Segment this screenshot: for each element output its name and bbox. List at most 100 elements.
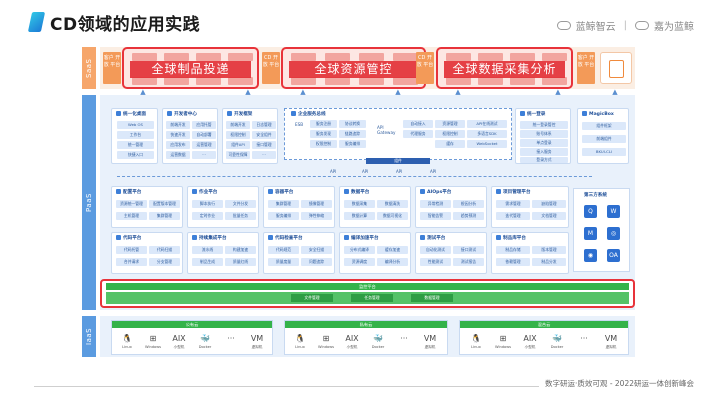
service-cell: 分支管理 <box>149 258 180 266</box>
card-code-platform: 代码平台 代码托管 代码扫描 合并请求 分支管理 <box>111 232 183 274</box>
service-cell: 配置版本管理 <box>149 200 180 208</box>
cloud-title: 公有云 <box>112 321 272 328</box>
saas-mini-block <box>510 53 535 61</box>
esb-cell: 权限控制 <box>310 140 337 148</box>
arrow-up-icon: ▲ <box>395 88 401 96</box>
os-item: ··· <box>219 333 243 345</box>
device-box <box>600 52 632 84</box>
os-name: Docker <box>198 345 212 349</box>
logo-right-text: 嘉为蓝鲸 <box>654 22 694 33</box>
service-cell: 集群管理 <box>149 212 180 220</box>
arrow-up-icon: ▲ <box>555 88 561 96</box>
saas-banner: 全球制品投递 <box>130 61 251 78</box>
card-title: 代码平台 <box>116 235 141 241</box>
card-title: 数据平台 <box>344 189 369 195</box>
footer-divider <box>34 386 694 387</box>
service-cell: 应用发布 <box>166 141 190 149</box>
monitor-chip: 文件管理 <box>291 294 333 302</box>
gateway-cell: 资源管理 <box>435 120 465 128</box>
card-title: 项目管理平台 <box>496 189 531 195</box>
service-cell: 制品分发 <box>532 258 566 266</box>
api-label: API <box>430 169 437 174</box>
service-cell: 日志管理 <box>252 121 276 129</box>
service-cell: 定时作业 <box>192 212 223 220</box>
saas-mini-block <box>132 77 157 85</box>
service-cell: 镜像管理 <box>301 200 332 208</box>
saas-box-artifact-delivery: 全球制品投递 <box>122 47 259 89</box>
os-item: 🐧Linux <box>288 333 312 349</box>
esb-label: ESB <box>295 122 304 127</box>
card-title: 作业平台 <box>192 189 217 195</box>
vm-icon: VM <box>604 334 618 343</box>
service-cell: 迭代管理 <box>496 212 530 220</box>
service-cell: 异常检测 <box>420 200 451 208</box>
esb-cell: 协议转换 <box>339 120 366 128</box>
service-cell: 缓存加速 <box>377 246 408 254</box>
service-cell: 性能测试 <box>420 258 451 266</box>
os-item: ⊞Windows <box>314 333 338 349</box>
os-item: ··· <box>572 333 596 345</box>
card-magicbox: MagicBox 组件框架 前端组件 BKUI-CLI <box>577 108 629 164</box>
windows-icon: ⊞ <box>499 334 507 343</box>
service-cell: 问题追踪 <box>301 258 332 266</box>
service-cell: 测试报告 <box>453 258 484 266</box>
monitor-body: 文件管理 任务管理 数据管理 <box>106 292 629 304</box>
card-title: 配置平台 <box>116 189 141 195</box>
os-name: 小型机 <box>524 345 536 349</box>
card-container-platform: 容器平台 集群管理 镜像管理 服务编排 弹性伸缩 <box>263 186 335 228</box>
service-cell: 快速开发 <box>166 131 190 139</box>
card-project-platform: 项目管理平台 需求管理 缺陷管理 迭代管理 文档管理 <box>491 186 569 228</box>
service-cell: 运营数据 <box>166 151 190 159</box>
arrow-up-icon: ▲ <box>140 88 146 96</box>
card-title: 容器平台 <box>268 189 293 195</box>
saas-mini-block <box>542 77 567 85</box>
os-name: Docker <box>371 345 385 349</box>
saas-box-data-analysis: 全球数据采集分析 <box>436 47 573 89</box>
card-title: 开发框架 <box>227 111 252 117</box>
api-label: API <box>330 169 337 174</box>
os-name: Docker <box>550 345 564 349</box>
gateway-cell: 缓存 <box>435 140 465 148</box>
component-bar: 组件 <box>366 158 430 164</box>
service-cell: 快捷入口 <box>117 151 154 159</box>
service-cell: 接入服务 <box>520 148 568 156</box>
service-cell: 可靠性保障 <box>226 151 250 159</box>
os-item: 🐧Linux <box>115 333 139 349</box>
card-developer-center: 开发者中心 前端开发 应用托管 快速开发 自动部署 应用发布 运营管理 运营数据… <box>162 108 218 164</box>
os-item: ⊞Windows <box>491 333 515 349</box>
service-cell: 安全扫描 <box>301 246 332 254</box>
card-config-platform: 配置平台 资源统一管理 配置版本管理 主机管理 集群管理 <box>111 186 183 228</box>
service-cell: 组件API <box>226 141 250 149</box>
docker-icon: 🐳 <box>552 334 562 343</box>
service-cell: 自动部署 <box>192 131 216 139</box>
saas-mini-block <box>446 77 471 85</box>
saas-mini-block <box>393 77 418 85</box>
cloud-title: 混合云 <box>460 321 628 328</box>
service-cell: 质量红线 <box>225 258 256 266</box>
saas-mini-block <box>542 53 567 61</box>
card-job-platform: 作业平台 脚本执行 文件分发 定时作业 批量任务 <box>187 186 259 228</box>
monitor-chip: 任务管理 <box>351 294 393 302</box>
linux-icon: 🐧 <box>295 334 305 343</box>
service-cell: 数据采集 <box>344 200 375 208</box>
service-cell: 统一管理 <box>117 141 154 149</box>
os-item: 🐳Docker <box>193 333 217 349</box>
card-code-check-platform: 代码检查平台 代码规范 安全扫描 质量度量 问题追踪 <box>263 232 335 274</box>
service-cell: 前端开发 <box>166 121 190 129</box>
gateway-cell: 自动接入 <box>403 120 433 128</box>
service-cell: 根因分析 <box>453 200 484 208</box>
service-cell: 组件框架 <box>582 122 626 130</box>
card-title: AIOps平台 <box>420 189 451 195</box>
service-cell: 工作台 <box>117 131 154 139</box>
saas-mini-block <box>291 53 316 61</box>
service-cell: 运营管理 <box>192 141 216 149</box>
arrow-up-icon: ▲ <box>455 88 461 96</box>
service-cell: 合并请求 <box>116 258 147 266</box>
service-cell: 服务编排 <box>268 212 299 220</box>
card-ci-platform: 持续集成平台 流水线 构建加速 制品生成 质量红线 <box>187 232 259 274</box>
